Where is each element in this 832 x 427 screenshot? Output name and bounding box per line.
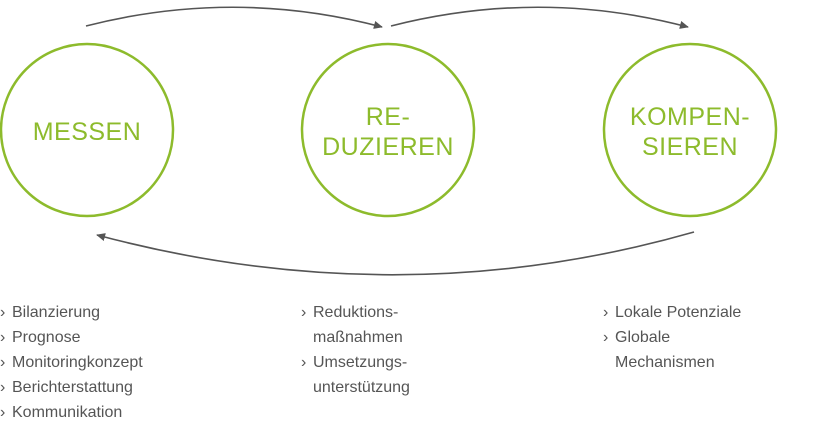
- list-item-text: Kommunikation: [12, 404, 123, 421]
- list-item: › Reduktions- maßnahmen: [301, 300, 410, 350]
- list-item-text: Lokale Potenziale: [615, 304, 742, 321]
- list-item: › Kommunikation: [0, 400, 143, 425]
- bullet-chevron-icon: ›: [0, 329, 6, 346]
- list-item-text-line-2: Mechanismen: [615, 354, 715, 371]
- bullet-chevron-icon: ›: [0, 404, 6, 421]
- circle-reduzieren: RE- DUZIEREN: [300, 42, 476, 218]
- list-messen: › Bilanzierung › Prognose › Monitoringko…: [0, 300, 143, 425]
- list-item: › Lokale Potenziale: [603, 300, 741, 325]
- list-reduzieren: › Reduktions- maßnahmen › Umsetzungs- un…: [301, 300, 410, 400]
- list-item-text: Monitoringkonzept: [12, 354, 143, 371]
- circle-kompensieren: KOMPEN- SIEREN: [602, 42, 778, 218]
- list-item-text-line-2: maßnahmen: [313, 329, 403, 346]
- list-item-text-line-1: Umsetzungs-: [313, 354, 408, 371]
- circle-reduzieren-label-line-2: DUZIEREN: [322, 133, 454, 161]
- arrow-kompensieren-to-messen: [96, 231, 695, 276]
- list-item: › Bilanzierung: [0, 300, 143, 325]
- list-item: › Umsetzungs- unterstützung: [301, 350, 410, 400]
- bullet-chevron-icon: ›: [0, 304, 6, 321]
- list-item: › Monitoringkonzept: [0, 350, 143, 375]
- bullet-chevron-icon: ›: [0, 354, 6, 371]
- list-item-text-line-2: unterstützung: [313, 379, 410, 396]
- list-item-text: Berichterstattung: [12, 379, 133, 396]
- list-item-text-line-1: Globale: [615, 329, 671, 346]
- list-kompensieren: › Lokale Potenziale › Globale Mechanisme…: [603, 300, 741, 375]
- circle-kompensieren-label-line-2: SIEREN: [642, 133, 738, 161]
- circle-messen: MESSEN: [0, 42, 175, 218]
- list-item: › Berichterstattung: [0, 375, 143, 400]
- list-item-text: Prognose: [12, 329, 81, 346]
- circle-reduzieren-label-line-1: RE-: [366, 103, 411, 131]
- circle-kompensieren-label-line-1: KOMPEN-: [630, 103, 750, 131]
- list-item-text: Bilanzierung: [12, 304, 101, 321]
- bullet-chevron-icon: ›: [603, 329, 609, 346]
- bullet-chevron-icon: ›: [301, 354, 307, 371]
- list-item-text-line-1: Reduktions-: [313, 304, 399, 321]
- cycle-diagram: MESSEN RE- DUZIEREN KOMPEN- SIEREN: [0, 6, 778, 276]
- list-item: › Prognose: [0, 325, 143, 350]
- bullet-chevron-icon: ›: [301, 304, 307, 321]
- bullet-chevron-icon: ›: [603, 304, 609, 321]
- list-item: › Globale Mechanismen: [603, 325, 741, 375]
- arrow-messen-to-reduzieren: [85, 6, 383, 29]
- arrow-reduzieren-to-kompensieren: [390, 6, 689, 29]
- bullet-chevron-icon: ›: [0, 379, 6, 396]
- circle-messen-label-line-1: MESSEN: [33, 118, 142, 146]
